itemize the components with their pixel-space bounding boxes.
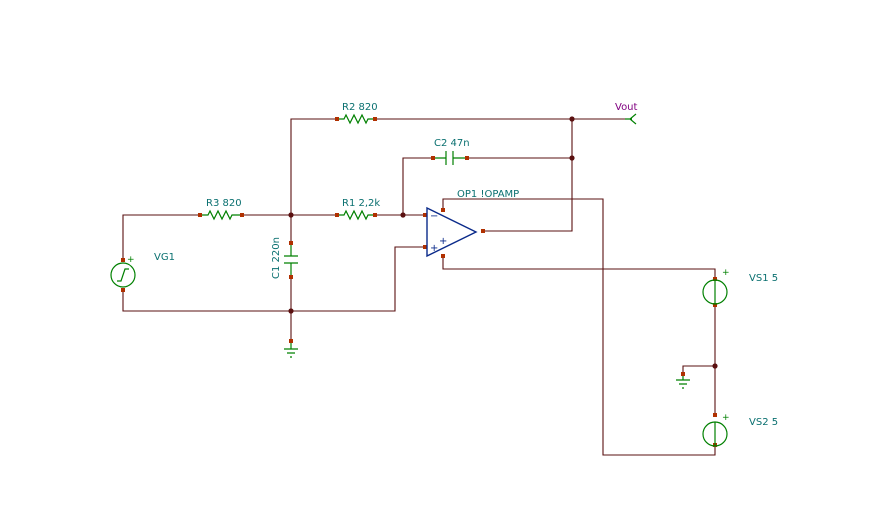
opamp-noninverting-sign: + (430, 243, 438, 254)
resistor-r2[interactable] (335, 113, 377, 125)
vs2-plus-sign: + (722, 413, 730, 423)
label-vg1: VG1 (154, 252, 175, 263)
output-terminal-vout[interactable] (625, 113, 637, 125)
junction-node (569, 116, 575, 122)
label-vs1: VS1 5 (749, 273, 778, 284)
junction-node (712, 363, 718, 369)
opamp-inverting-sign: − (430, 211, 438, 222)
voltage-source-vs1[interactable]: + (702, 268, 730, 307)
capacitor-c2[interactable] (431, 151, 469, 165)
label-c1: C1 220n (271, 237, 282, 279)
junction-node (569, 155, 575, 161)
label-vs2: VS2 5 (749, 417, 778, 428)
resistor-r3[interactable] (198, 209, 244, 221)
label-r3: R3 820 (206, 198, 242, 209)
junction-node (400, 212, 406, 218)
opamp-supply-plus-sign: + (439, 236, 447, 247)
resistor-r1[interactable] (335, 209, 377, 221)
vg1-plus-sign: + (127, 255, 135, 265)
vs1-plus-sign: + (722, 268, 730, 278)
label-r1: R1 2,2k (342, 198, 380, 209)
label-op1: OP1 !OPAMP (457, 189, 519, 200)
junction-node (288, 308, 294, 314)
ground-symbol (676, 372, 690, 389)
ground-symbol (284, 339, 298, 358)
voltage-source-vs2[interactable]: + (702, 413, 730, 447)
capacitor-c1[interactable] (284, 241, 298, 279)
junction-nodes (288, 116, 718, 369)
wires (122, 118, 716, 456)
label-r2: R2 820 (342, 102, 378, 113)
label-c2: C2 47n (434, 138, 470, 149)
opamp-op1[interactable]: − + + (423, 206, 485, 258)
voltage-generator-vg1[interactable]: + (110, 255, 136, 292)
label-vout: Vout (615, 102, 638, 113)
junction-node (288, 212, 294, 218)
